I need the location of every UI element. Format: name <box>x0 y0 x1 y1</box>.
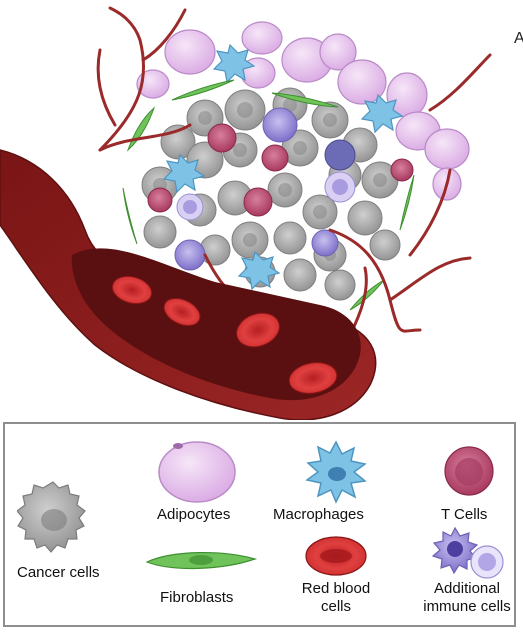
legend-label-macrophages: Macrophages <box>273 506 364 523</box>
legend-label-immune-line2: immune cells <box>423 598 511 615</box>
red-blood-cells-in-vessel <box>111 275 338 394</box>
legend-label-adipocytes: Adipocytes <box>157 506 231 523</box>
legend-label-rbc-line2: cells <box>320 598 351 615</box>
legend-label-tcells: T Cells <box>441 506 488 523</box>
cancer-cell-icon <box>17 481 86 553</box>
fibroblast-icon <box>145 551 258 570</box>
immune-cell-icon <box>431 526 504 579</box>
legend-label-fibroblasts: Fibroblasts <box>160 589 234 606</box>
adipocyte-cluster <box>136 21 470 201</box>
macrophages-in-tumor <box>162 43 404 291</box>
legend-label-rbc-line1: Red blood <box>301 580 371 597</box>
adipocyte-icon <box>158 441 236 503</box>
macrophage-icon <box>305 440 367 504</box>
legend: Cancer cells Adipocytes Macrophages T Ce… <box>3 422 516 627</box>
figure-corner-mark: A <box>514 30 523 47</box>
legend-label-immune-line1: Additional <box>434 580 500 597</box>
t-cell-icon <box>444 446 494 496</box>
t-cells-in-tumor <box>147 123 414 217</box>
legend-label-cancer: Cancer cells <box>17 564 100 581</box>
red-blood-cell-icon <box>305 536 367 576</box>
tumor-microenvironment-illustration <box>0 6 492 420</box>
